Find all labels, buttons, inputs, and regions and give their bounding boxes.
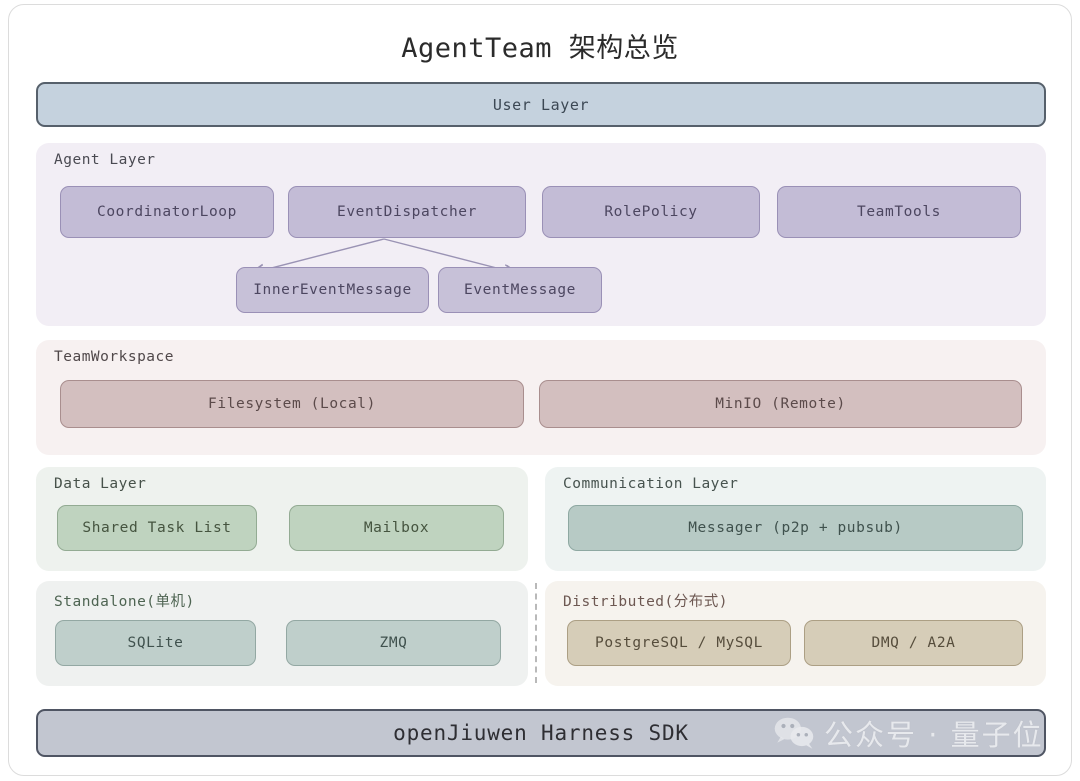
data-node-shared-task-list[interactable]: Shared Task List	[57, 505, 257, 551]
agent-node-label: CoordinatorLoop	[97, 204, 237, 220]
agent-node-coordinatorloop[interactable]: CoordinatorLoop	[60, 186, 274, 238]
agent-node-teamtools[interactable]: TeamTools	[777, 186, 1021, 238]
team-workspace-panel: TeamWorkspace Filesystem (Local) MinIO (…	[36, 340, 1046, 455]
data-node-label: Mailbox	[363, 520, 430, 536]
communication-layer-panel: Communication Layer Messager (p2p + pubs…	[545, 467, 1046, 571]
agent-layer-label: Agent Layer	[54, 152, 156, 168]
workspace-node-label: MinIO (Remote)	[715, 396, 846, 412]
agent-node-eventmessage[interactable]: EventMessage	[438, 267, 602, 313]
standalone-node-sqlite[interactable]: SQLite	[55, 620, 256, 666]
sdk-bar-label: openJiuwen Harness SDK	[393, 721, 689, 745]
standalone-node-zmq[interactable]: ZMQ	[286, 620, 501, 666]
comm-node-label: Messager (p2p + pubsub)	[688, 520, 903, 536]
agent-node-label: EventDispatcher	[337, 204, 477, 220]
sdk-bar: openJiuwen Harness SDK	[36, 709, 1046, 757]
team-workspace-label: TeamWorkspace	[54, 349, 174, 365]
standalone-node-label: ZMQ	[379, 635, 408, 651]
workspace-node-filesystem[interactable]: Filesystem (Local)	[60, 380, 524, 428]
agent-node-label: TeamTools	[857, 204, 941, 220]
communication-layer-label: Communication Layer	[563, 476, 739, 492]
agent-node-eventdispatcher[interactable]: EventDispatcher	[288, 186, 526, 238]
agent-node-rolepolicy[interactable]: RolePolicy	[542, 186, 760, 238]
distributed-label: Distributed(分布式)	[563, 594, 728, 610]
data-layer-panel: Data Layer Shared Task List Mailbox	[36, 467, 528, 571]
standalone-distributed-divider	[535, 583, 537, 683]
data-node-mailbox[interactable]: Mailbox	[289, 505, 504, 551]
distributed-node-label: PostgreSQL / MySQL	[595, 635, 763, 651]
user-layer-label: User Layer	[492, 95, 590, 114]
agent-node-label: InnerEventMessage	[253, 282, 412, 298]
page-title: AgentTeam 架构总览	[401, 33, 679, 64]
standalone-label: Standalone(单机)	[54, 594, 195, 610]
agent-node-label: EventMessage	[464, 282, 576, 298]
data-layer-label: Data Layer	[54, 476, 147, 492]
standalone-panel: Standalone(单机) SQLite ZMQ	[36, 581, 528, 686]
distributed-node-postgresql-mysql[interactable]: PostgreSQL / MySQL	[567, 620, 791, 666]
comm-node-messager[interactable]: Messager (p2p + pubsub)	[568, 505, 1023, 551]
agent-node-innereventmessage[interactable]: InnerEventMessage	[236, 267, 429, 313]
workspace-node-minio[interactable]: MinIO (Remote)	[539, 380, 1022, 428]
agent-layer-panel: Agent Layer CoordinatorLoop EventDispatc…	[36, 143, 1046, 326]
user-layer-band: User Layer	[36, 82, 1046, 127]
agent-node-label: RolePolicy	[604, 204, 698, 220]
data-node-label: Shared Task List	[82, 520, 232, 536]
workspace-node-label: Filesystem (Local)	[208, 396, 376, 412]
distributed-node-label: DMQ / A2A	[871, 635, 956, 651]
distributed-panel: Distributed(分布式) PostgreSQL / MySQL DMQ …	[545, 581, 1046, 686]
distributed-node-dmq-a2a[interactable]: DMQ / A2A	[804, 620, 1023, 666]
standalone-node-label: SQLite	[127, 635, 184, 651]
